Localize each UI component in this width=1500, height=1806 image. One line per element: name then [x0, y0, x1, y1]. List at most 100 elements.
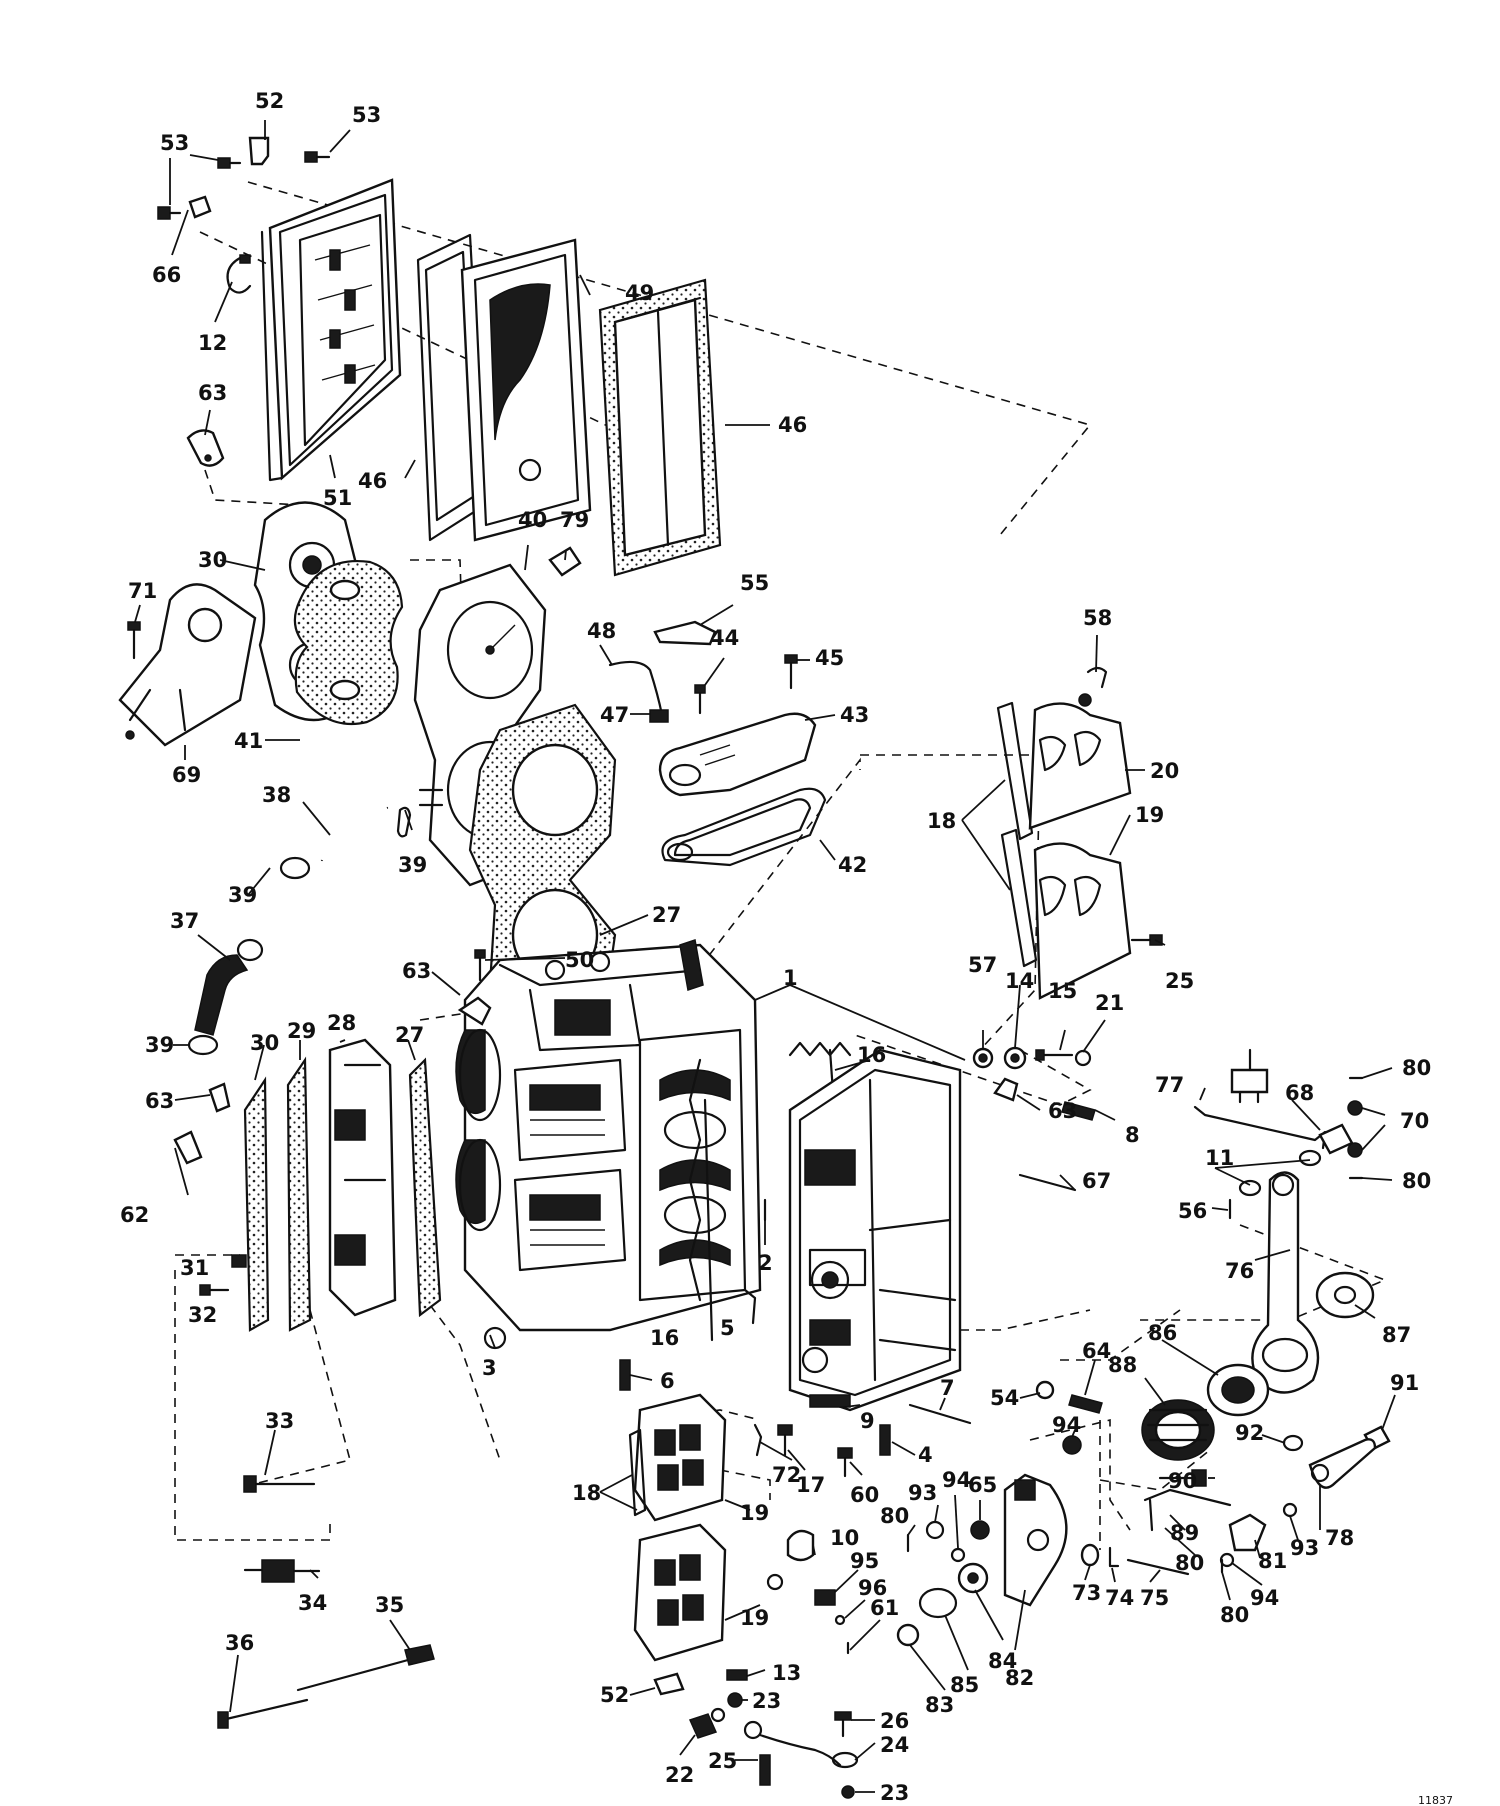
nut-70-b	[1347, 1142, 1363, 1158]
reed-plate-18-top	[996, 701, 1034, 841]
clip-74	[1108, 1546, 1120, 1568]
callout-63: 63	[1048, 1099, 1077, 1123]
bracket-55	[653, 620, 717, 646]
intake-manifold-19-lower	[633, 1523, 727, 1662]
screw-83	[896, 1623, 920, 1647]
callout-13: 13	[772, 1661, 801, 1685]
callout-52: 52	[255, 89, 284, 113]
cam-84	[957, 1562, 989, 1594]
plug-40-stub	[418, 788, 444, 807]
callout-91: 91	[1390, 1371, 1419, 1395]
thermostat-cover-43	[658, 712, 817, 797]
callout-26: 26	[880, 1709, 909, 1733]
callout-93: 93	[1290, 1536, 1319, 1560]
callout-45: 45	[815, 646, 844, 670]
washer-21	[1074, 1049, 1092, 1067]
callout-55: 55	[740, 571, 769, 595]
clamp-12	[226, 254, 252, 294]
reed-block-19	[1033, 842, 1132, 1000]
screw-26	[834, 1711, 852, 1738]
cam-81	[1228, 1513, 1267, 1552]
washer-93-a	[1282, 1502, 1298, 1518]
callout-19: 19	[1135, 803, 1164, 827]
screw-53-c	[157, 206, 182, 220]
nut-65	[970, 1520, 990, 1540]
screw-44	[694, 684, 706, 715]
callout-labels: 53 52 53 66 12 63 51 46 49 46 30 40 79 7…	[120, 89, 1453, 1806]
callout-80: 80	[1402, 1169, 1431, 1193]
callout-19: 19	[740, 1606, 769, 1630]
callout-22: 22	[665, 1763, 694, 1787]
reed-block-20	[1028, 693, 1132, 830]
ball-96	[834, 1614, 846, 1626]
callout-94: 94	[1250, 1586, 1279, 1610]
dash-63-top	[204, 469, 301, 506]
callout-94: 94	[1052, 1413, 1081, 1437]
callout-42: 42	[838, 853, 867, 877]
catalog-number: 11837	[1418, 1794, 1453, 1806]
callout-70: 70	[1400, 1109, 1429, 1133]
hose-38	[316, 802, 390, 863]
callout-18: 18	[572, 1481, 601, 1505]
callout-75: 75	[1140, 1586, 1169, 1610]
stud-4	[879, 1424, 891, 1456]
callout-80: 80	[1402, 1056, 1431, 1080]
callout-53: 53	[160, 131, 189, 155]
callout-18: 18	[927, 809, 956, 833]
bracket-63-crankcase	[457, 996, 492, 1026]
callout-15: 15	[1048, 979, 1077, 1003]
screw-60	[837, 1447, 853, 1478]
callout-56: 56	[1178, 1199, 1207, 1223]
callout-6: 6	[660, 1369, 675, 1393]
callout-50: 50	[565, 948, 594, 972]
exhaust-gasket-right	[598, 278, 722, 577]
bracket-63-left	[208, 1082, 231, 1113]
spacer-73	[1080, 1543, 1100, 1567]
callout-46: 46	[778, 413, 807, 437]
callout-19: 19	[740, 1501, 769, 1525]
screw-67	[1018, 1173, 1077, 1192]
screw-53-a	[217, 157, 242, 169]
callout-9: 9	[860, 1409, 875, 1433]
screw-32	[199, 1284, 230, 1296]
crankcase-cylinder-block	[455, 939, 762, 1332]
timer-base-82	[1003, 1473, 1068, 1607]
callout-54: 54	[990, 1386, 1019, 1410]
callout-80: 80	[880, 1504, 909, 1528]
screw-25-top	[1130, 934, 1163, 946]
transfer-cover-28	[328, 1038, 397, 1317]
clamp-39-b	[396, 806, 412, 838]
rod-36	[217, 1698, 309, 1729]
terminal-68	[1230, 1048, 1269, 1104]
bolt-7	[908, 1403, 972, 1425]
callout-60: 60	[850, 1483, 879, 1507]
callout-16: 16	[857, 1043, 886, 1067]
screw-17	[777, 1424, 793, 1457]
gasket-29	[286, 1056, 312, 1332]
screw-31	[231, 1254, 247, 1268]
clip-13	[726, 1669, 748, 1681]
callout-14: 14	[1005, 969, 1034, 993]
callout-73: 73	[1072, 1581, 1101, 1605]
callout-92: 92	[1235, 1421, 1264, 1445]
callout-4: 4	[918, 1443, 933, 1467]
clamp-39-a	[279, 856, 311, 880]
screw-8	[1061, 1101, 1096, 1121]
callout-51: 51	[323, 486, 352, 510]
link-89	[1143, 1488, 1232, 1532]
callout-25: 25	[1165, 969, 1194, 993]
callout-34: 34	[298, 1591, 327, 1615]
exhaust-cover-inner	[260, 178, 402, 482]
bracket-63-top	[186, 429, 225, 467]
callout-20: 20	[1150, 759, 1179, 783]
screw-15	[1035, 1049, 1074, 1061]
callout-16: 16	[650, 1326, 679, 1350]
washer-54	[1035, 1380, 1055, 1400]
callout-52: 52	[600, 1683, 629, 1707]
callout-93: 93	[908, 1481, 937, 1505]
callout-82: 82	[1005, 1666, 1034, 1690]
callout-48: 48	[587, 619, 616, 643]
callout-27: 27	[652, 903, 681, 927]
gasket-27-left	[408, 1057, 442, 1318]
tube-48	[608, 660, 664, 717]
